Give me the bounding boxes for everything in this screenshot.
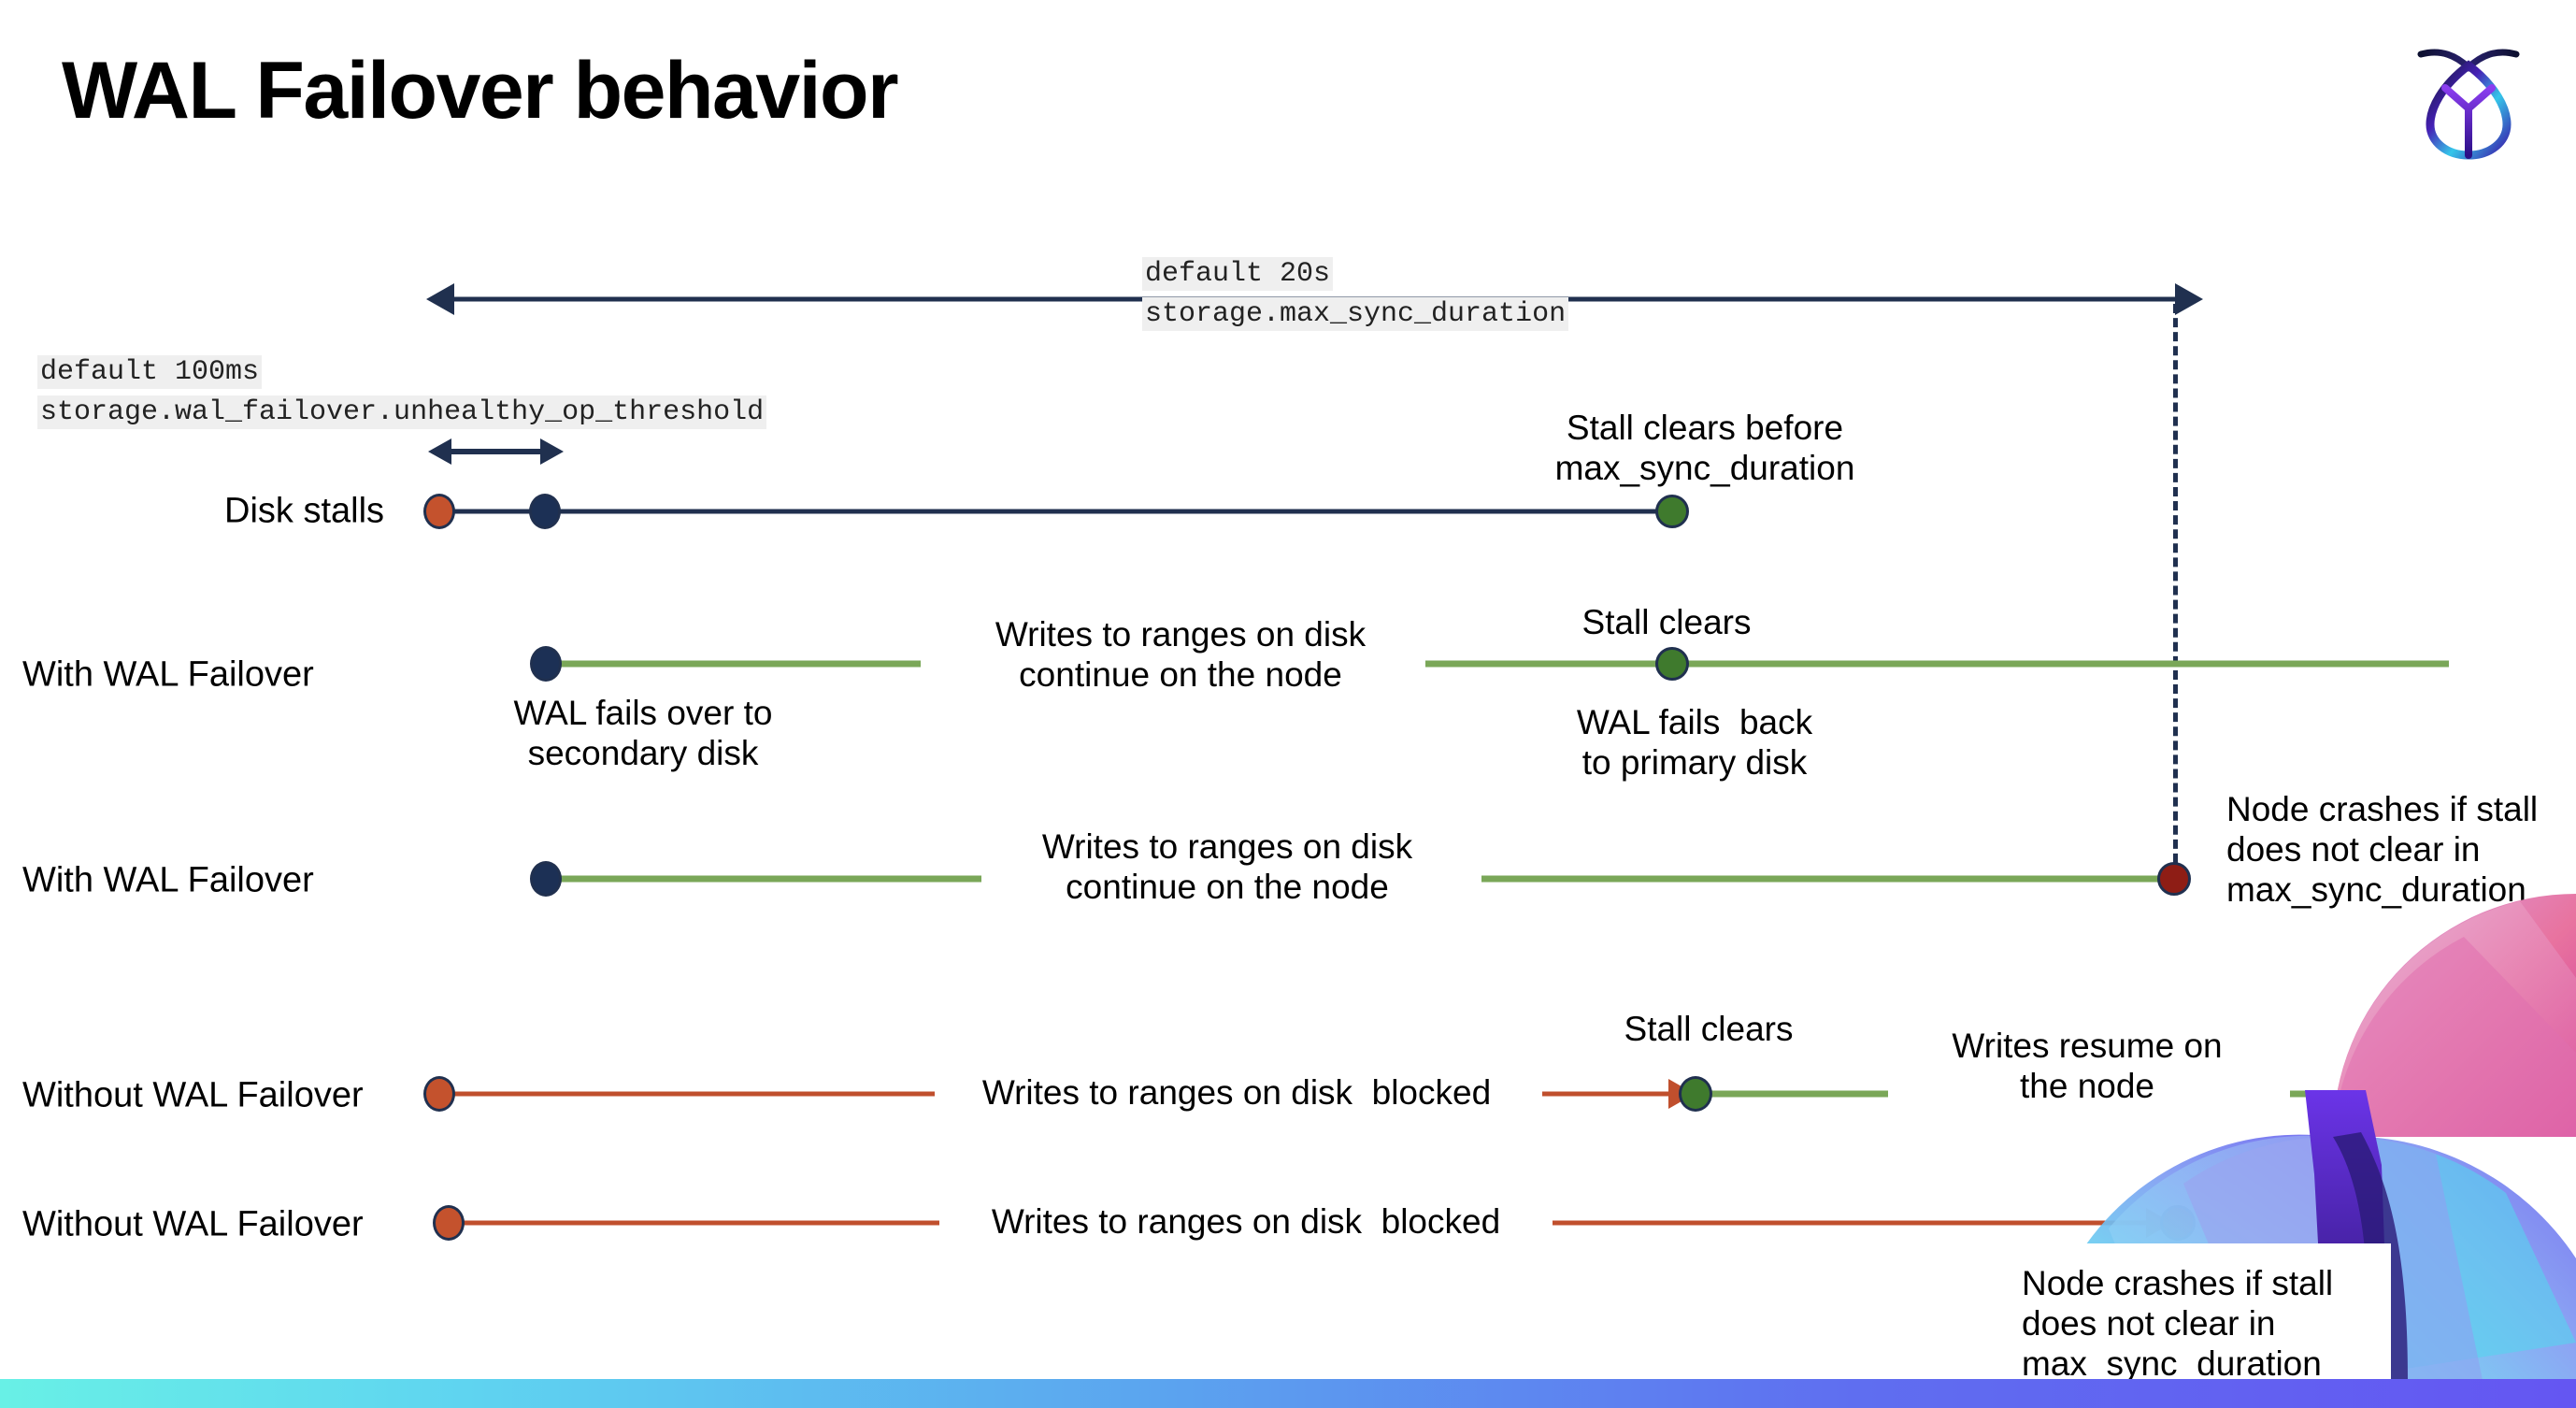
bottom-gradient-bar bbox=[0, 1379, 2576, 1408]
without-failover-clears-blocked-line-right bbox=[1542, 1091, 1681, 1097]
threshold-dot[interactable] bbox=[529, 494, 561, 529]
max-sync-arrow-left-head bbox=[426, 283, 454, 315]
page-title: WAL Failover behavior bbox=[62, 46, 899, 136]
without-failover-crash-line-right bbox=[1547, 1220, 2159, 1226]
crash-dot[interactable] bbox=[2160, 1205, 2196, 1241]
stall-clear-dot[interactable] bbox=[1655, 647, 1689, 681]
note-writes-continue-on-node: Writes to ranges on disk continue on the… bbox=[939, 615, 1422, 696]
wal-failover-clears-line-right bbox=[1425, 660, 2449, 668]
note-wal-fails-over-to-secondary-disk: WAL fails over to secondary disk bbox=[467, 694, 819, 774]
row-label-without-wal-failover-clears: Without WAL Failover bbox=[22, 1075, 364, 1115]
row-label-disk-stalls: Disk stalls bbox=[224, 491, 385, 531]
row-label-with-wal-failover-clears: With WAL Failover bbox=[22, 654, 314, 695]
stall-start-dot[interactable] bbox=[423, 1076, 455, 1112]
disk-stalls-timeline bbox=[439, 509, 1673, 514]
wal-failover-crash-line-right bbox=[1481, 875, 2178, 883]
note-writes-blocked: Writes to ranges on disk blocked bbox=[939, 1202, 1553, 1243]
max-sync-duration-default-label: default 20s bbox=[1142, 257, 1334, 291]
cockroachdb-logo-icon bbox=[2398, 26, 2539, 166]
max-sync-duration-setting-label: storage.max_sync_duration bbox=[1142, 297, 1569, 331]
stall-start-dot[interactable] bbox=[423, 494, 455, 529]
max-sync-arrow-right-head bbox=[2175, 283, 2203, 315]
row-label-without-wal-failover-crash: Without WAL Failover bbox=[22, 1204, 364, 1244]
note-wal-fails-back-to-primary-disk: WAL fails back to primary disk bbox=[1542, 703, 1847, 783]
note-stall-clears-before-max-sync: Stall clears before max_sync_duration bbox=[1529, 409, 1881, 489]
note-stall-clears: Stall clears bbox=[1552, 603, 1782, 643]
stall-clear-dot[interactable] bbox=[1679, 1076, 1712, 1112]
without-failover-clears-blocked-line-left bbox=[439, 1091, 935, 1097]
note-stall-clears: Stall clears bbox=[1580, 1010, 1838, 1050]
unhealthy-op-threshold-default-label: default 100ms bbox=[37, 355, 263, 389]
note-writes-blocked: Writes to ranges on disk blocked bbox=[935, 1073, 1538, 1113]
stall-clear-dot[interactable] bbox=[1655, 495, 1689, 528]
failover-dot[interactable] bbox=[530, 646, 562, 682]
note-node-crashes-max-sync: Node crashes if stall does not clear in … bbox=[2219, 790, 2576, 911]
crash-dot[interactable] bbox=[2157, 862, 2191, 896]
failover-dot[interactable] bbox=[530, 861, 562, 897]
wal-failover-crash-line-left bbox=[547, 875, 981, 883]
row-label-with-wal-failover-crash: With WAL Failover bbox=[22, 860, 314, 900]
wal-failover-clears-line-left bbox=[547, 660, 921, 668]
unhealthy-op-threshold-setting-label: storage.wal_failover.unhealthy_op_thresh… bbox=[37, 395, 767, 429]
without-failover-crash-line-left bbox=[449, 1220, 944, 1226]
stall-start-dot[interactable] bbox=[433, 1205, 465, 1241]
note-writes-continue-on-node: Writes to ranges on disk continue on the… bbox=[986, 827, 1468, 908]
unhealthy-op-threshold-span-line bbox=[449, 449, 542, 454]
without-failover-clears-resume-line bbox=[1710, 1090, 1888, 1098]
threshold-arrow-left-head bbox=[428, 438, 451, 465]
without-failover-clears-resume-line-far bbox=[2290, 1090, 2449, 1098]
max-sync-duration-dashed-guide bbox=[2173, 304, 2178, 877]
note-node-crashes-max-sync: Node crashes if stall does not clear in … bbox=[2022, 1264, 2334, 1383]
threshold-arrow-right-head bbox=[540, 438, 564, 465]
note-writes-resume-on-node: Writes resume on the node bbox=[1921, 1027, 2254, 1107]
